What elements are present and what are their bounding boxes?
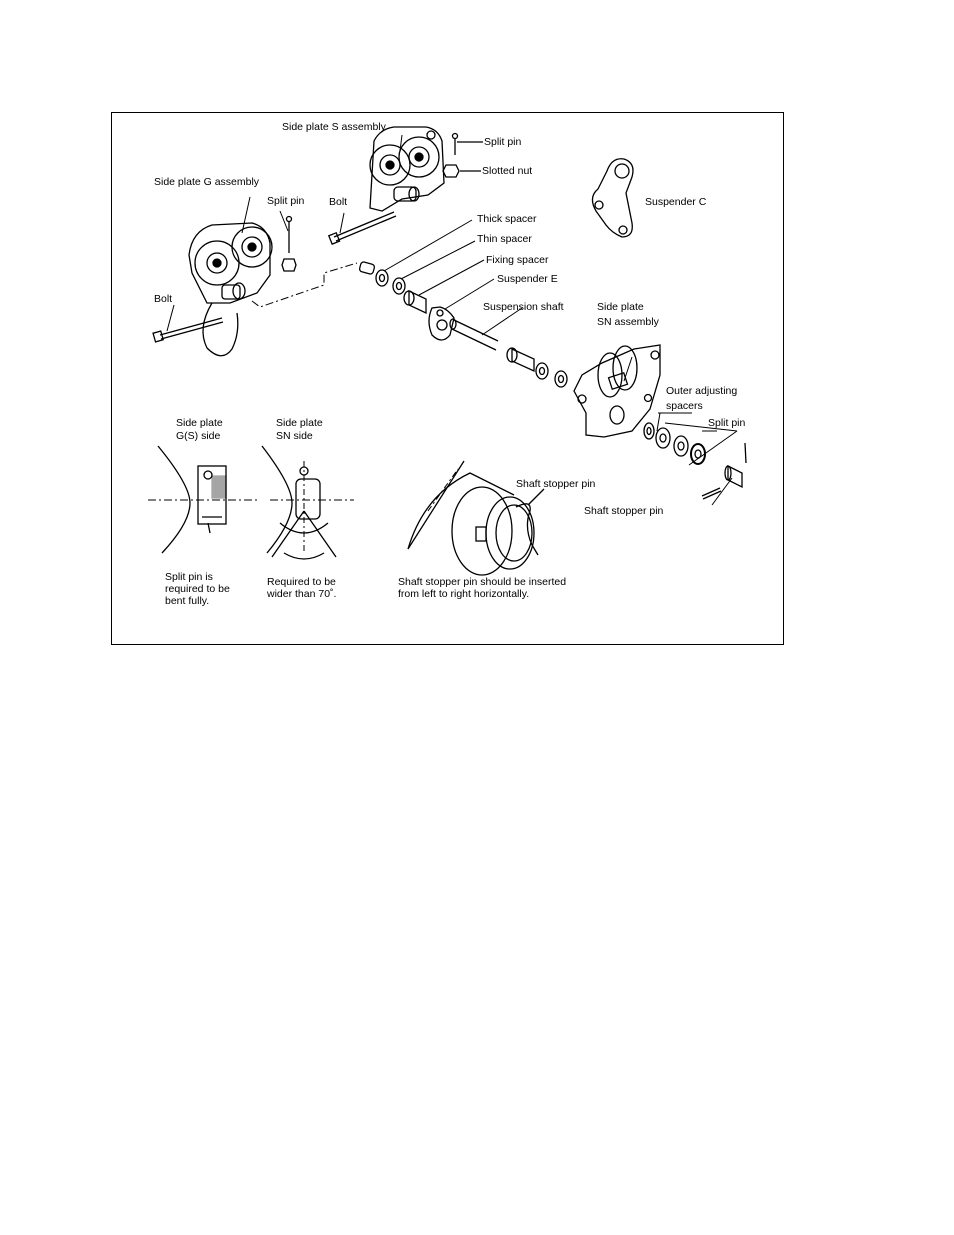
label-split-pin-right: Split pin	[708, 417, 746, 429]
label-bolt-top: Bolt	[329, 196, 348, 208]
label-stopper-note-line2: from left to right horizontally.	[398, 588, 530, 600]
label-thick-spacer: Thick spacer	[477, 213, 537, 225]
label-bolt-left: Bolt	[154, 293, 173, 305]
label-shaft-stopper-pin-right: Shaft stopper pin	[584, 505, 664, 517]
detail-shaft-stopper-drawing	[407, 460, 545, 576]
label-outer-adjusting-line2: spacers	[666, 400, 703, 412]
label-split-pin-top: Split pin	[484, 136, 522, 148]
label-gs-side-line1: Side plate	[176, 417, 223, 429]
label-side-plate-g-assembly: Side plate G assembly	[154, 176, 260, 188]
outer-spacers-drawing	[643, 422, 747, 500]
leader-lines	[166, 134, 738, 506]
label-sn-side-line1: Side plate	[276, 417, 323, 429]
label-split-pin-left: Split pin	[267, 195, 305, 207]
side-plate-g-assembly-drawing	[188, 222, 273, 357]
split-pin-top-drawing	[451, 132, 483, 155]
label-suspension-shaft: Suspension shaft	[483, 301, 564, 313]
split-pin-left-drawing	[281, 215, 297, 272]
bolt-left-drawing	[152, 317, 224, 343]
label-gs-side-line2: G(S) side	[176, 430, 221, 442]
assembly-center-line	[251, 262, 358, 308]
label-side-plate-sn-line2: SN assembly	[597, 316, 659, 328]
label-fixing-spacer: Fixing spacer	[486, 254, 549, 266]
label-side-plate-s-assembly: Side plate S assembly	[282, 121, 386, 133]
label-stopper-note-line1: Shaft stopper pin should be inserted	[398, 576, 567, 588]
label-side-plate-sn-line1: Side plate	[597, 301, 644, 313]
detail-gs-side-drawing	[148, 445, 260, 554]
label-gs-note-line3: bent fully.	[165, 595, 210, 607]
side-plate-s-assembly-drawing	[369, 126, 445, 212]
label-sn-side-line2: SN side	[276, 430, 313, 442]
label-gs-note-line2: required to be	[165, 583, 230, 595]
label-shaft-stopper-pin-detail: Shaft stopper pin	[516, 478, 596, 490]
label-suspender-e: Suspender E	[497, 273, 558, 285]
figure-frame: Side plate S assembly Split pin Slotted …	[111, 112, 784, 645]
label-thin-spacer: Thin spacer	[477, 233, 532, 245]
label-sn-note-line2: wider than 70˚.	[267, 588, 337, 600]
detail-sn-side-drawing	[261, 445, 354, 560]
slotted-nut-top-drawing	[442, 164, 481, 178]
label-sn-note-line1: Required to be	[267, 576, 336, 588]
bolt-top-drawing	[327, 211, 397, 245]
label-outer-adjusting-line1: Outer adjusting	[666, 385, 738, 397]
label-gs-note-line1: Split pin is	[165, 571, 213, 583]
shaft-parts-drawing	[358, 261, 568, 388]
label-slotted-nut: Slotted nut	[482, 165, 533, 177]
side-plate-sn-assembly-drawing	[573, 344, 661, 438]
label-suspender-c: Suspender C	[645, 196, 707, 208]
exploded-assembly-drawing	[148, 126, 747, 576]
suspender-c-drawing	[591, 158, 634, 238]
